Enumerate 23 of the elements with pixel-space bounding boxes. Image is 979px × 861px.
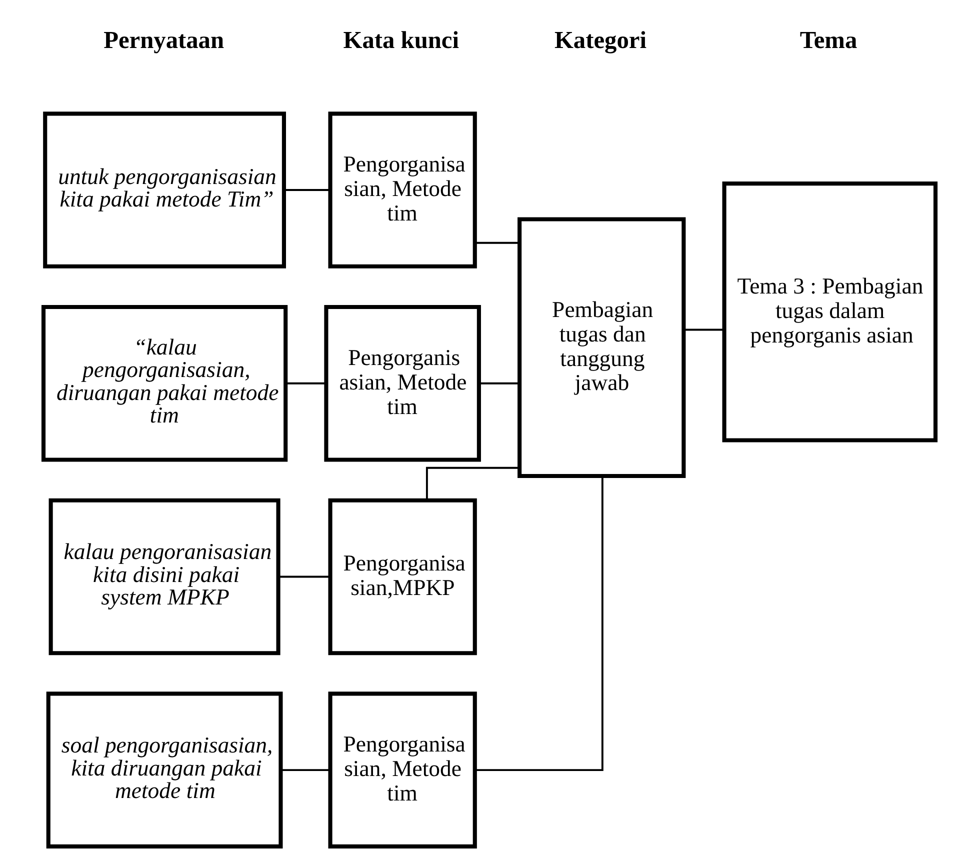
label: Kata kunci [343,26,460,54]
connector [475,476,604,772]
node-box: Tema 3 : Pembagian tugas dalam pengorganis asian [722,182,938,442]
label: Tema [800,26,858,54]
node-box: Pengorganisa sian, Metode tim [328,692,477,848]
node-box: Pembagian tugas dan tanggung jawab [518,217,686,478]
node-box: Pengorganisa sian,MPKP [328,498,477,656]
label: Kategori [554,26,646,54]
node-box: untuk pengorganisasian kita pakai metode Tim” [43,112,286,268]
connector [478,382,520,384]
node-box: soal pengorganisasian, kita diruangan pakai metode tim [46,692,283,848]
connector [284,189,330,191]
connector [278,576,330,578]
node-box: “kalau pengorganisasian, diruangan pakai metode tim [41,304,288,462]
node-box: Pengorganisa sian, Metode tim [328,112,477,268]
connector [684,328,724,331]
node-box: Pengorganis asian, Metode tim [324,304,481,462]
node-box: kalau pengoranisasian kita disini pakai system MPKP [48,498,280,656]
label: Pernyataan [104,26,224,54]
connector [475,242,520,244]
connector [286,382,326,384]
connector [280,769,330,772]
connector [426,466,520,500]
